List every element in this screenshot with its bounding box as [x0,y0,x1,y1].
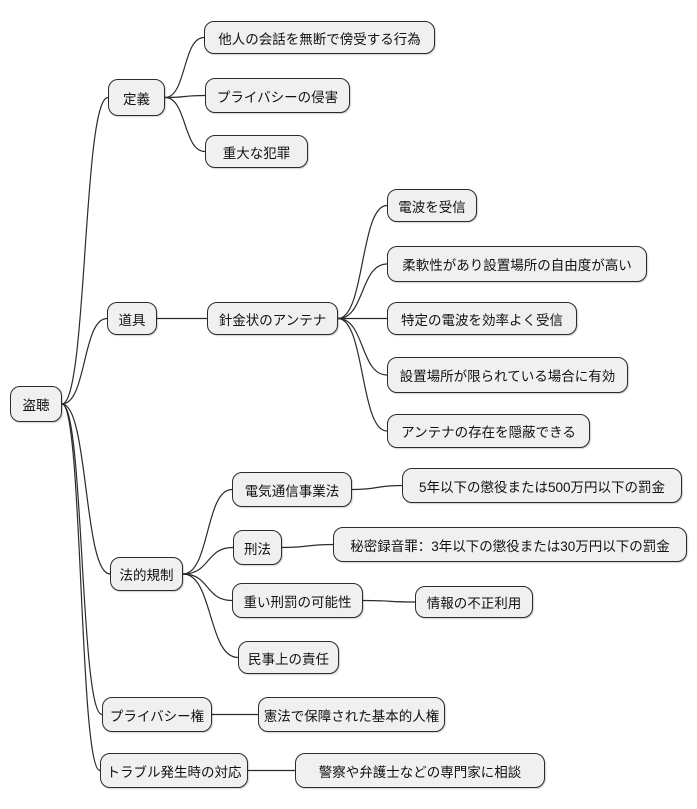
node-wire-antenna[interactable]: 針金状のアンテナ [207,302,338,335]
node-tools[interactable]: 道具 [107,302,157,335]
edge-connector [337,317,388,432]
node-definition[interactable]: 定義 [108,79,165,116]
node-antenna-limited-space[interactable]: 設置場所が限られている場合に有効 [387,357,628,393]
edge-connector [164,36,205,99]
node-definition-serious-crime[interactable]: 重大な犯罪 [205,135,308,168]
node-heavy-penalty-possibility[interactable]: 重い刑罰の可能性 [232,583,363,618]
node-definition-intercept-act[interactable]: 他人の会話を無断で傍受する行為 [204,21,435,54]
edge-connector [182,573,239,659]
edge-connector [164,96,206,153]
edge-connector [61,96,109,405]
node-privacy-right[interactable]: プライバシー権 [102,697,212,732]
edge-connector [182,573,233,602]
node-antenna-concealable[interactable]: アンテナの存在を隠蔽できる [387,414,590,448]
edge-connector [281,543,334,549]
node-criminal-law[interactable]: 刑法 [233,530,282,565]
node-antenna-flexibility[interactable]: 柔軟性があり設置場所の自由度が高い [387,246,647,282]
node-definition-privacy-violation[interactable]: プライバシーの侵害 [205,78,350,113]
edge-connector [164,94,206,99]
edge-connector [61,403,101,772]
edge-connector [61,403,111,575]
node-antenna-receive-radio[interactable]: 電波を受信 [387,189,477,222]
node-root-wiretapping[interactable]: 盗聴 [10,386,62,422]
node-antenna-efficient-reception[interactable]: 特定の電波を効率よく受信 [387,302,577,335]
edge-connector [351,484,403,491]
node-constitutional-human-right[interactable]: 憲法で保障された基本的人権 [258,697,445,732]
node-info-misuse[interactable]: 情報の不正利用 [415,586,533,618]
node-legal-regulation[interactable]: 法的規制 [110,557,183,591]
edge-connector [337,263,388,320]
edge-connector [337,317,388,376]
node-consult-experts[interactable]: 警察や弁護士などの専門家に相談 [295,753,545,788]
node-civil-liability[interactable]: 民事上の責任 [238,641,339,674]
edge-connector [61,403,103,716]
edge-connector [337,204,388,320]
edge-connector [182,488,233,575]
edge-connector [182,546,234,575]
node-telecom-business-law[interactable]: 電気通信事業法 [232,472,352,507]
edge-connector [61,317,108,405]
node-telecom-law-penalty[interactable]: 5年以下の懲役または500万円以下の罰金 [402,468,682,503]
node-trouble-response[interactable]: トラブル発生時の対応 [100,753,248,788]
node-secret-recording-penalty[interactable]: 秘密録音罪：3年以下の懲役または30万円以下の罰金 [333,527,687,562]
edge-connector [362,599,416,603]
